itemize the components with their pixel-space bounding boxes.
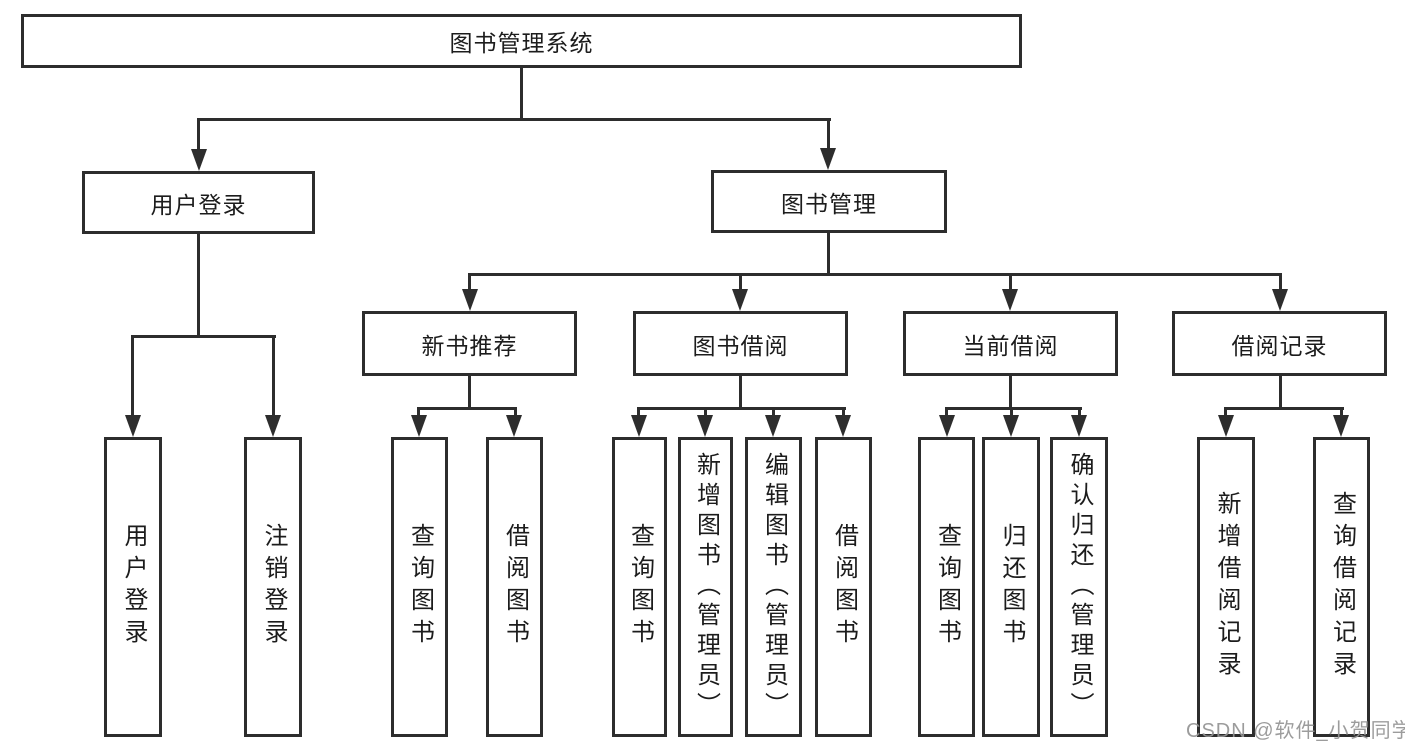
leaf-cb-query-book: 查询图书: [918, 437, 975, 737]
connector-bb-leaf2: [704, 407, 707, 419]
arrow-down-icon: [1333, 415, 1349, 437]
arrow-down-icon: [765, 415, 781, 437]
connector-bb-leaf4: [842, 407, 845, 419]
connector-bookmgmt-bar: [468, 273, 1282, 276]
arrow-down-icon: [1272, 289, 1288, 311]
connector-nbr-leaf1: [417, 407, 420, 419]
arrow-down-icon: [506, 415, 522, 437]
connector-login-bar: [131, 335, 276, 338]
connector-bb-bar: [637, 407, 846, 410]
connector-cb-leaf2: [1010, 407, 1013, 419]
arrow-down-icon: [1218, 415, 1234, 437]
connector-to-currentborrow: [1009, 273, 1012, 293]
leaf-bb-borrow-book: 借阅图书: [815, 437, 872, 737]
connector-root-to-login: [197, 118, 200, 152]
arrow-down-icon: [1002, 289, 1018, 311]
connector-cb-leaf3: [1078, 407, 1081, 419]
arrow-down-icon: [732, 289, 748, 311]
arrow-down-icon: [265, 415, 281, 437]
arrow-down-icon: [835, 415, 851, 437]
node-current-borrow: 当前借阅: [903, 311, 1118, 376]
leaf-bb-edit-book: 编辑图书（管理员）: [745, 437, 802, 737]
connector-nbr-leaf2: [514, 407, 517, 419]
connector-to-newbook: [468, 273, 471, 293]
arrow-down-icon: [939, 415, 955, 437]
leaf-nbr-query-book: 查询图书: [391, 437, 448, 737]
connector-br-bar: [1224, 407, 1344, 410]
arrow-down-icon: [820, 148, 836, 170]
connector-cb-leaf1: [945, 407, 948, 419]
node-user-login: 用户登录: [82, 171, 315, 234]
leaf-bb-add-book: 新增图书（管理员）: [678, 437, 733, 737]
connector-root-to-bookmgmt: [827, 118, 830, 152]
connector-br-leaf2: [1340, 407, 1343, 419]
leaf-bb-query-book: 查询图书: [612, 437, 667, 737]
arrow-down-icon: [1071, 415, 1087, 437]
leaf-br-add-record: 新增借阅记录: [1197, 437, 1255, 737]
connector-to-bookborrow: [739, 273, 742, 293]
arrow-down-icon: [631, 415, 647, 437]
arrow-down-icon: [125, 415, 141, 437]
arrow-down-icon: [1003, 415, 1019, 437]
arrow-down-icon: [191, 149, 207, 171]
connector-br-leaf1: [1224, 407, 1227, 419]
arrow-down-icon: [462, 289, 478, 311]
connector-br-stem: [1279, 376, 1282, 410]
leaf-cb-return-book: 归还图书: [982, 437, 1040, 737]
leaf-user-login: 用户登录: [104, 437, 162, 737]
connector-nbr-stem: [468, 376, 471, 410]
node-book-borrow: 图书借阅: [633, 311, 848, 376]
node-book-management: 图书管理: [711, 170, 947, 233]
connector-cb-bar: [945, 407, 1082, 410]
arrow-down-icon: [411, 415, 427, 437]
leaf-cb-confirm-return: 确认归还（管理员）: [1050, 437, 1108, 737]
leaf-logout: 注销登录: [244, 437, 302, 737]
connector-to-borrowrecord: [1279, 273, 1282, 293]
connector-login-to-leaf2: [272, 335, 275, 419]
connector-bookmgmt-stem: [827, 233, 830, 276]
connector-root-bar: [197, 118, 831, 121]
leaf-nbr-borrow-book: 借阅图书: [486, 437, 543, 737]
node-new-book-recommend: 新书推荐: [362, 311, 577, 376]
connector-bb-leaf1: [637, 407, 640, 419]
leaf-br-query-record: 查询借阅记录: [1313, 437, 1370, 737]
connector-root-stem: [520, 68, 523, 118]
csdn-watermark: CSDN @软件_小贺同学: [1186, 720, 1405, 742]
node-borrow-record: 借阅记录: [1172, 311, 1387, 376]
node-root-library-system: 图书管理系统: [21, 14, 1022, 68]
connector-login-to-leaf1: [131, 335, 134, 419]
arrow-down-icon: [697, 415, 713, 437]
connector-cb-stem: [1009, 376, 1012, 410]
connector-bb-stem: [739, 376, 742, 410]
connector-bb-leaf3: [772, 407, 775, 419]
connector-nbr-bar: [417, 407, 517, 410]
connector-login-stem: [197, 234, 200, 338]
